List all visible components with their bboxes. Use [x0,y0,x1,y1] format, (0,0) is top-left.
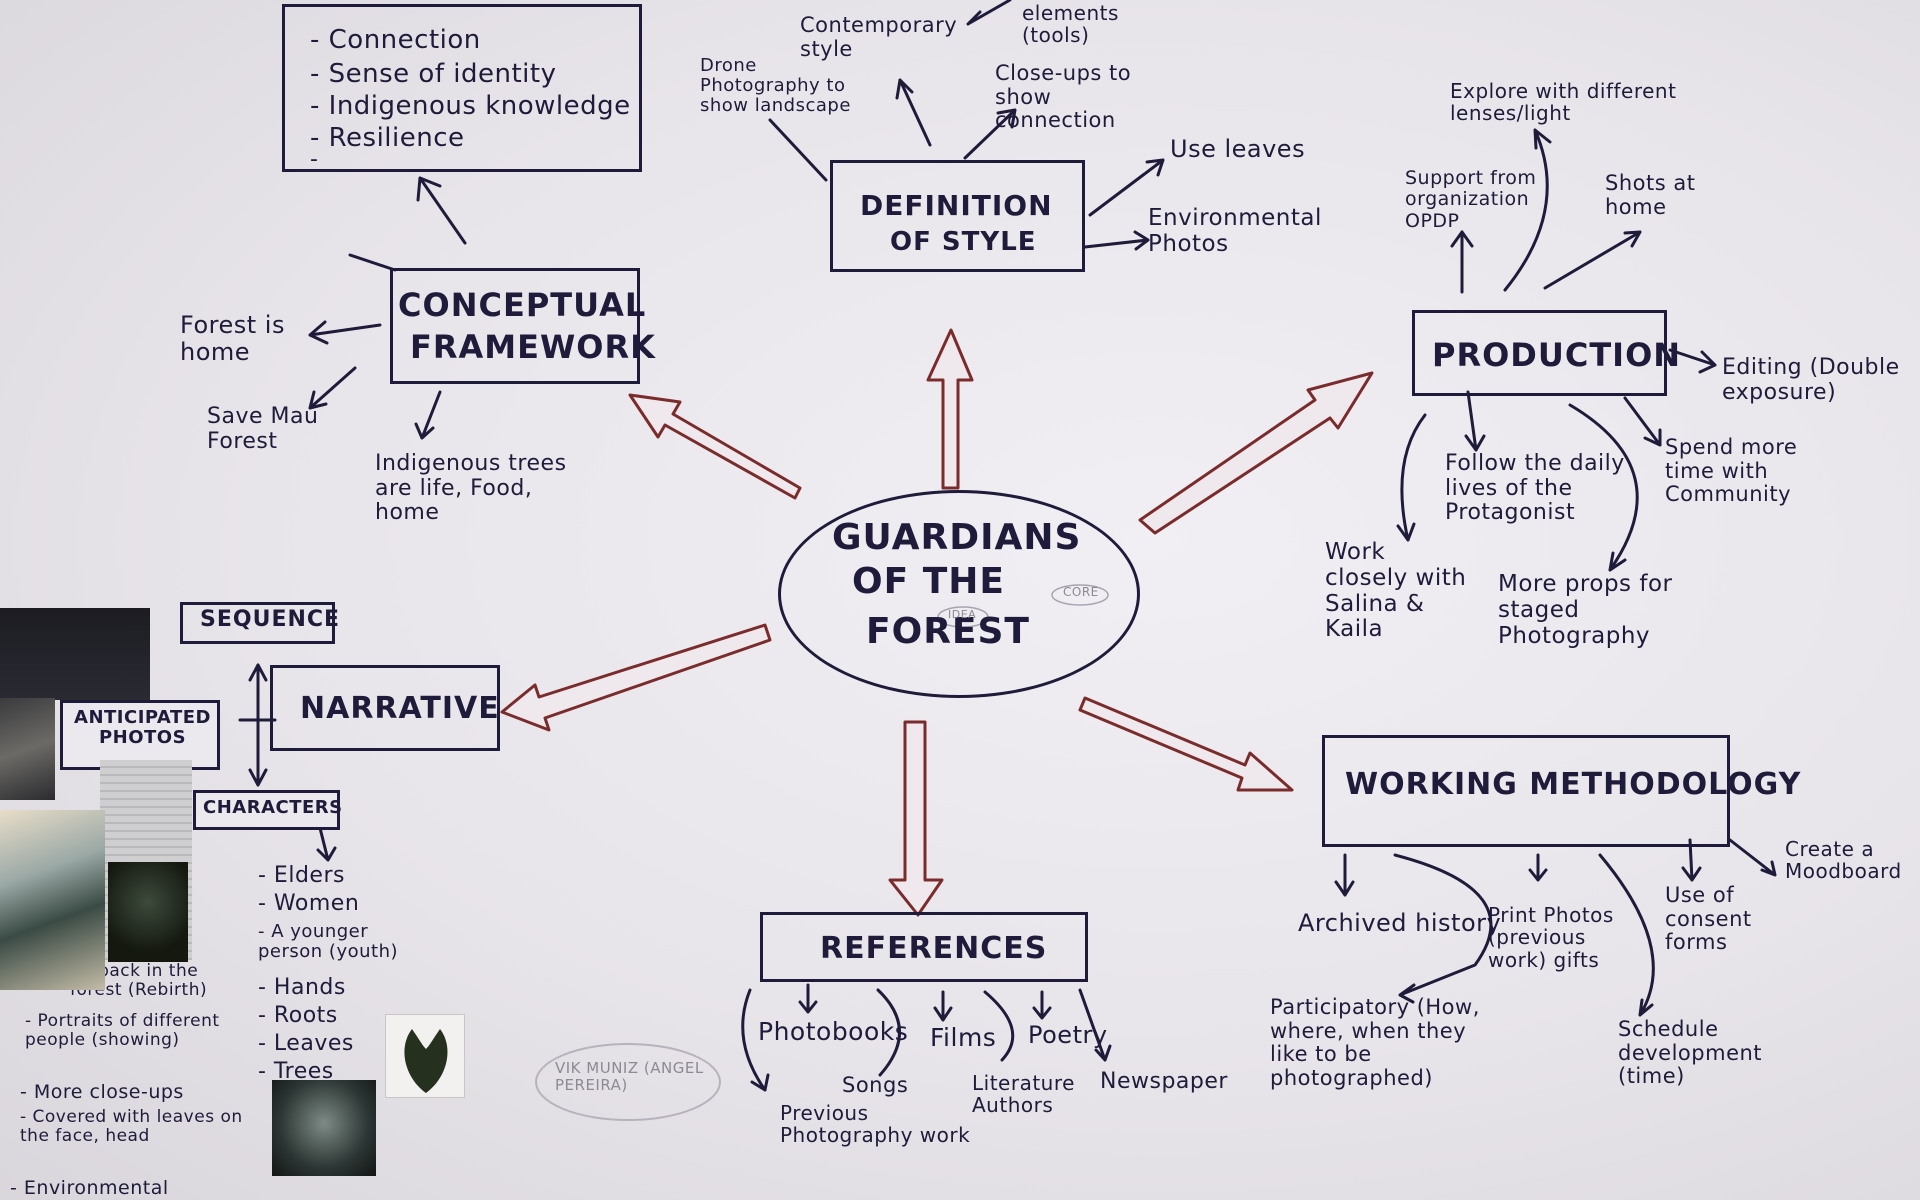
editing: Editing (Double exposure) [1722,355,1900,405]
consent-forms: Use of consent forms [1665,883,1752,955]
core-tag: CORE [1063,585,1099,599]
print-photos: Print Photos (previous work) gifts [1488,903,1614,972]
archived-history: Archived history [1298,909,1502,937]
references-box [760,912,1088,982]
character-item: - Trees [258,1059,334,1084]
photo-note: - Covered with leaves on the face, head [20,1107,243,1147]
characters-box [193,790,340,830]
support-organization: Support from organization OPDP [1405,167,1537,232]
reference-item: Photobooks [758,1017,909,1046]
center-title-line2: OF THE [852,561,1006,602]
working-methodology-box [1322,735,1730,847]
arrow-to-conceptual [628,393,802,500]
character-item: - A younger person (youth) [258,921,399,963]
arrow-to-references [888,720,944,917]
sequence-box [180,602,335,644]
reference-item: Songs [842,1073,909,1097]
reference-item: Poetry [1028,1021,1108,1049]
forest-is-home: Forest is home [180,311,285,366]
sequence-label: SEQUENCE [200,607,341,632]
conceptual-title-line1: CONCEPTUAL [398,286,647,324]
style-title-line1: DEFINITION [860,189,1053,222]
arrow-to-narrative [500,623,772,732]
value-item: - [310,147,319,172]
values-list-box [282,4,642,172]
references-title: REFERENCES [820,931,1048,966]
reference-item: Literature Authors [972,1071,1075,1118]
style-title-line2: OF STYLE [890,227,1037,257]
value-item: - Indigenous knowledge [310,91,631,121]
vik-muniz-note: VIK MUNIZ (ANGEL PEREIRA) [555,1059,704,1094]
photo-face-closeup [272,1080,376,1176]
central-node [778,490,1140,698]
narrative-title: NARRATIVE [300,691,500,726]
work-closely: Work closely with Salina & Kaila [1325,539,1467,643]
production-box [1412,310,1667,396]
idea-tag: IDEA [948,608,977,621]
narrative-box [270,665,500,751]
value-item: - Sense of identity [310,59,557,89]
indigenous-trees: Indigenous trees are life, Food, home [375,451,567,526]
arrow-to-style [926,328,974,490]
methodology-title: WORKING METHODOLOGY [1345,767,1802,802]
environmental-photos: Environmental Photos [1148,205,1322,257]
schedule-development: Schedule development (time) [1618,1017,1763,1089]
anticipated-photos-box [60,700,220,770]
reference-item: Previous Photography work [780,1101,971,1148]
reference-item: Newspaper [1100,1069,1228,1094]
anticipated-photos-label: ANTICIPATED PHOTOS [74,707,211,749]
reference-item: Films [930,1023,997,1052]
follow-daily-lives: Follow the daily lives of the Protagonis… [1445,451,1625,526]
photo-portrait-small [0,698,55,800]
photo-dark-portrait [0,608,150,700]
definition-of-style-box [830,160,1085,272]
use-leaves: Use leaves [1170,135,1306,163]
character-item: - Hands [258,975,346,1000]
character-item: - Leaves [258,1031,354,1056]
drone-photography: Drone Photography to show landscape [700,55,851,117]
photo-leaf [385,1014,465,1098]
photo-person-leaves [0,810,105,990]
spend-time-community: Spend more time with Community [1665,435,1798,507]
characters-label: CHARACTERS [203,797,343,818]
value-item: - Connection [310,25,481,55]
character-item: - Women [258,891,360,916]
conceptual-framework-box [390,268,640,384]
arrow-to-methodology [1078,696,1294,792]
character-item: - Roots [258,1003,338,1028]
center-title-line1: GUARDIANS [832,517,1082,558]
production-title: PRODUCTION [1432,336,1682,374]
center-title-line3: FOREST [866,611,1030,652]
character-item: - Elders [258,863,345,888]
contemporary-style: Contemporary style [800,13,958,61]
photo-note: - More close-ups [20,1081,184,1103]
conceptual-title-line2: FRAMEWORK [410,328,656,366]
save-mau-forest: Save Mau Forest [207,404,319,454]
shots-at-home: Shots at home [1605,171,1696,219]
value-item: - Resilience [310,123,465,153]
arrow-to-production [1138,371,1374,535]
explore-lenses: Explore with different lenses/light [1450,79,1677,126]
participatory: Participatory (How, where, when they lik… [1270,995,1480,1090]
photo-note: - Environmental [10,1177,169,1199]
style-elements: elements (tools) [1022,1,1119,48]
create-moodboard: Create a Moodboard [1785,837,1902,884]
close-ups-connection: Close-ups to show connection [995,61,1132,133]
more-props: More props for staged Photography [1498,571,1673,649]
photo-forest-night [108,862,188,962]
photo-note: - Portraits of different people (showing… [25,1011,220,1051]
